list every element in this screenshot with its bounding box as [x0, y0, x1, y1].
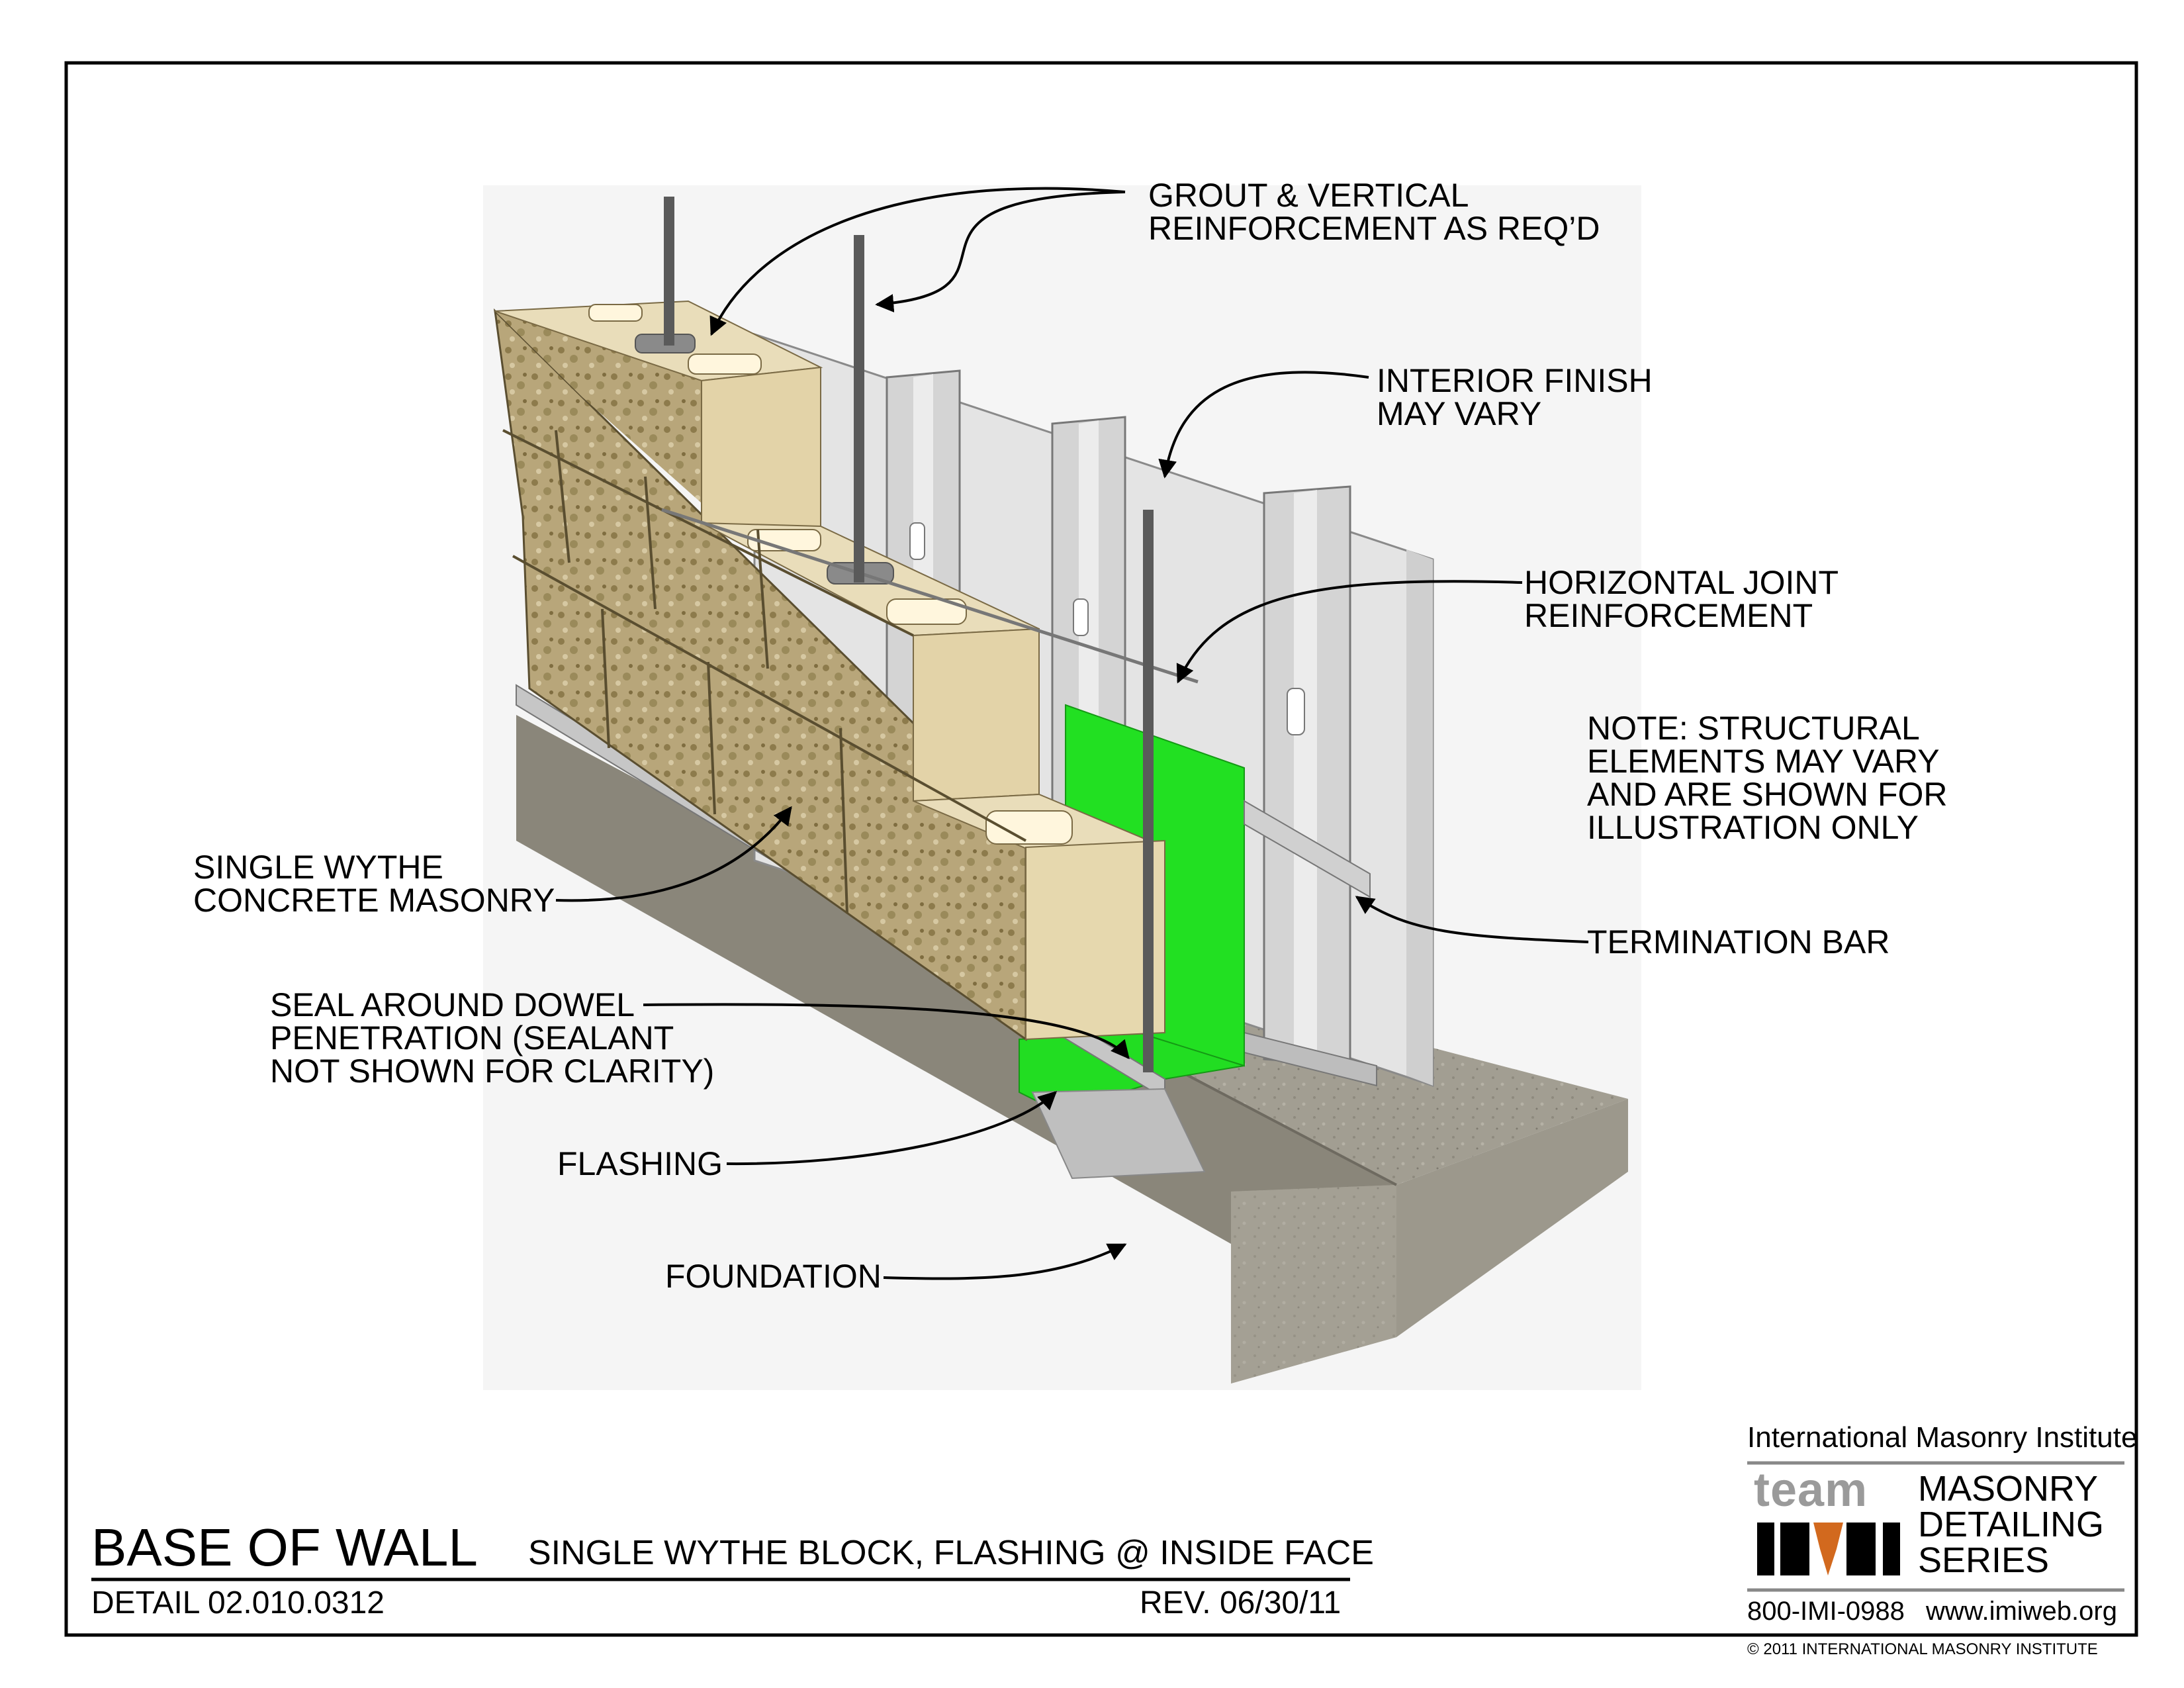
drawing-subtitle: SINGLE WYTHE BLOCK, FLASHING @ INSIDE FA… — [528, 1534, 1374, 1572]
callout-termination-bar: TERMINATION BAR — [1587, 925, 1889, 959]
logo-bar-4 — [1883, 1523, 1900, 1575]
logo-series-line-3: SERIES — [1918, 1540, 2050, 1580]
logo-bar-1 — [1757, 1523, 1774, 1575]
logo-bar-2 — [1780, 1523, 1809, 1575]
mortar-joint — [839, 727, 848, 914]
logo-series-line-2: DETAILING — [1918, 1505, 2105, 1544]
vertical-reinforcement — [664, 197, 1154, 1072]
logo-institute-name: International Masonry Institute — [1747, 1421, 2138, 1454]
drawing-title: BASE OF WALL — [91, 1518, 478, 1577]
foundation-end — [1396, 1099, 1628, 1337]
stud-3-flange — [1294, 490, 1317, 1066]
logo-series-line-1: MASONRY — [1918, 1469, 2099, 1509]
callout-seal-dowel-line-1: SEAL AROUND DOWEL — [270, 986, 635, 1023]
flashing-edge — [1031, 1088, 1206, 1180]
leader-grout-1 — [709, 187, 1126, 336]
callout-single-wythe: SINGLE WYTHE CONCRETE MASONRY — [193, 851, 555, 917]
mortar-joint — [555, 430, 570, 563]
rebar-2 — [854, 235, 864, 583]
structural-note: NOTE: STRUCTURAL ELEMENTS MAY VARY AND A… — [1587, 712, 1947, 844]
block-end-upper — [701, 366, 821, 531]
concrete-masonry-wall — [493, 300, 1199, 1041]
rebar-3 — [1143, 510, 1154, 1072]
sheet-border — [64, 61, 2138, 1637]
leader-foundation — [883, 1243, 1127, 1280]
interior-finish-edge — [1406, 549, 1433, 1086]
leader-interior-finish — [1158, 371, 1369, 479]
mortar-joint — [512, 555, 1026, 842]
joint-reinforcement — [661, 508, 1199, 684]
structural-note-line-3: AND ARE SHOWN FOR — [1587, 776, 1948, 813]
leader-horizontal-joint — [1176, 580, 1523, 684]
callout-horizontal-joint-line-1: HORIZONTAL JOINT — [1524, 564, 1839, 601]
callout-horizontal-joint: HORIZONTAL JOINT REINFORCEMENT — [1524, 566, 1839, 632]
leader-seal-dowel — [643, 1003, 1130, 1060]
structural-note-line-2: ELEMENTS MAY VARY — [1587, 743, 1940, 780]
stud-punchout — [1287, 688, 1305, 735]
mortar-joint — [502, 429, 914, 637]
block-core — [886, 598, 967, 625]
callout-interior-finish-line-2: MAY VARY — [1377, 395, 1542, 432]
structural-note-line-1: NOTE: STRUCTURAL — [1587, 710, 1920, 747]
block-end-middle — [913, 628, 1040, 802]
callout-interior-finish-line-1: INTERIOR FINISH — [1377, 362, 1653, 399]
block-end-lower — [1025, 839, 1165, 1041]
callout-flashing-line-1: FLASHING — [557, 1145, 723, 1182]
callout-seal-dowel: SEAL AROUND DOWEL PENETRATION (SEALANT N… — [270, 988, 714, 1088]
callout-single-wythe-line-2: CONCRETE MASONRY — [193, 882, 555, 919]
callout-single-wythe-line-1: SINGLE WYTHE — [193, 849, 443, 886]
trowel-icon — [1813, 1523, 1843, 1575]
block-core — [588, 304, 643, 322]
copyright-notice: © 2011 INTERNATIONAL MASONRY INSTITUTE — [1747, 1640, 2098, 1658]
callout-foundation-line-1: FOUNDATION — [665, 1258, 882, 1295]
block-core — [688, 353, 762, 375]
callout-grout-line-2: REINFORCEMENT AS REQ’D — [1148, 210, 1600, 247]
rebar-1 — [664, 197, 674, 346]
leader-single-wythe — [555, 806, 792, 902]
callout-interior-finish: INTERIOR FINISH MAY VARY — [1377, 364, 1653, 430]
logo-website: www.imiweb.org — [1926, 1597, 2117, 1626]
logo-phone: 800-IMI-0988 — [1747, 1597, 1905, 1626]
callout-flashing: FLASHING — [557, 1147, 723, 1180]
imi-logo-mark — [1747, 1461, 2124, 1592]
mortar-joint — [707, 661, 716, 815]
revision-date: REV. 06/30/11 — [1140, 1585, 1342, 1620]
foundation-end-block — [1231, 1185, 1396, 1383]
logo-team-wordmark: team — [1754, 1464, 1868, 1517]
mortar-joint — [756, 529, 769, 669]
block-core — [985, 810, 1073, 845]
stud-punchout — [909, 522, 925, 560]
callout-seal-dowel-line-3: NOT SHOWN FOR CLARITY) — [270, 1053, 715, 1090]
callout-horizontal-joint-line-2: REINFORCEMENT — [1524, 597, 1813, 634]
logo-series-name: MASONRY DETAILING SERIES — [1918, 1471, 2104, 1578]
callout-foundation: FOUNDATION — [665, 1260, 882, 1293]
callout-grout: GROUT & VERTICAL REINFORCEMENT AS REQ’D — [1148, 179, 1600, 245]
callout-seal-dowel-line-2: PENETRATION (SEALANT — [270, 1019, 674, 1056]
callout-termination-bar-line-1: TERMINATION BAR — [1587, 923, 1890, 961]
leader-termination-bar — [1355, 896, 1589, 943]
leader-grout-2 — [875, 191, 1126, 312]
leader-flashing — [726, 1091, 1058, 1166]
logo-bar-3 — [1846, 1523, 1876, 1575]
callout-grout-line-1: GROUT & VERTICAL — [1148, 177, 1469, 214]
detail-number: DETAIL 02.010.0312 — [91, 1585, 385, 1620]
mortar-joint — [644, 476, 657, 610]
stud-punchout — [1073, 598, 1089, 636]
foundation-front — [516, 715, 1396, 1337]
leader-lines — [555, 187, 1589, 1280]
mortar-joint — [601, 608, 610, 749]
structural-note-line-4: ILLUSTRATION ONLY — [1587, 809, 1919, 846]
